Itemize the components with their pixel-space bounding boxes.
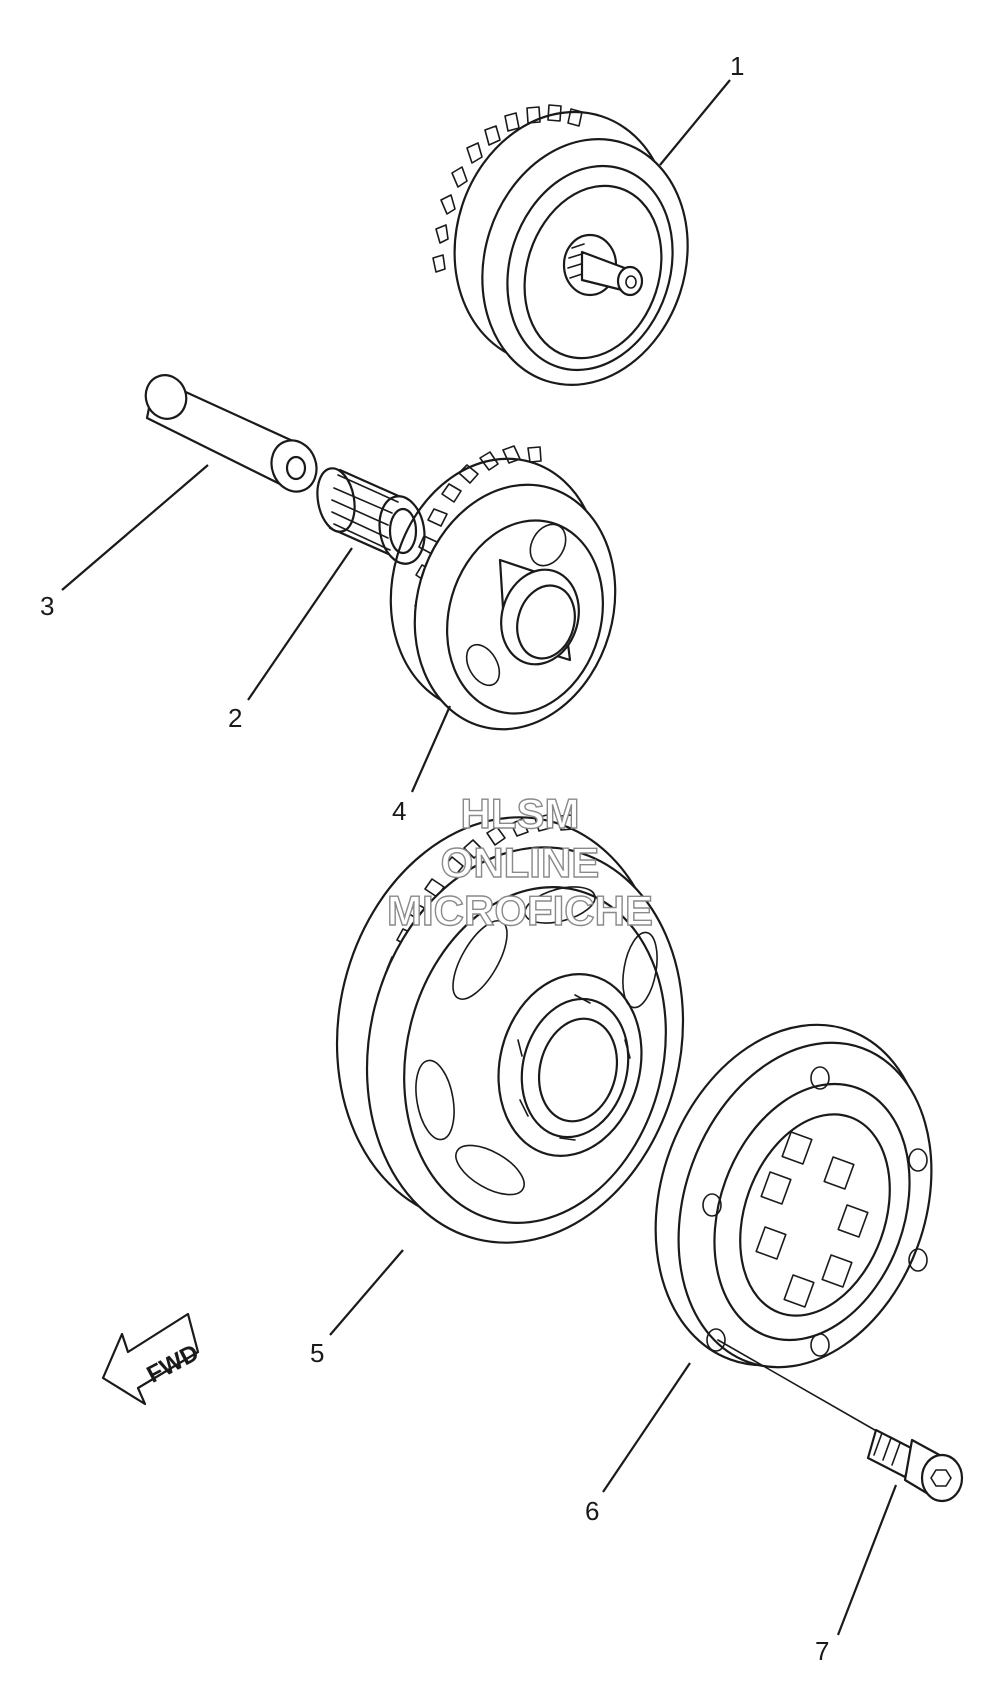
part-2-needle-bearing	[316, 467, 426, 565]
part-6-one-way-clutch	[654, 1023, 933, 1369]
part-7-socket-bolt	[717, 1339, 964, 1503]
callout-3: 3	[40, 591, 54, 621]
callout-4: 4	[392, 796, 406, 826]
callout-1: 1	[730, 51, 744, 81]
part-4-gear	[389, 445, 617, 731]
callout-2: 2	[228, 703, 242, 733]
callout-7: 7	[815, 1636, 829, 1666]
part-5-starter-wheel-gear	[335, 814, 685, 1244]
callout-6: 6	[585, 1496, 599, 1526]
leader-lines	[61, 79, 898, 1636]
watermark-line-1: HLSM	[461, 790, 580, 837]
callout-numbers: 1 2 3 4 5 6 7	[40, 51, 829, 1666]
watermark: HLSM ONLINE MICROFICHE	[386, 789, 653, 934]
part-3-shaft	[144, 374, 318, 493]
callout-5: 5	[310, 1338, 324, 1368]
forward-direction-arrow: FWD	[101, 1312, 203, 1406]
watermark-line-3: MICROFICHE	[387, 887, 653, 934]
watermark-line-2: ONLINE	[441, 839, 600, 886]
part-1-idle-gear	[432, 104, 689, 386]
